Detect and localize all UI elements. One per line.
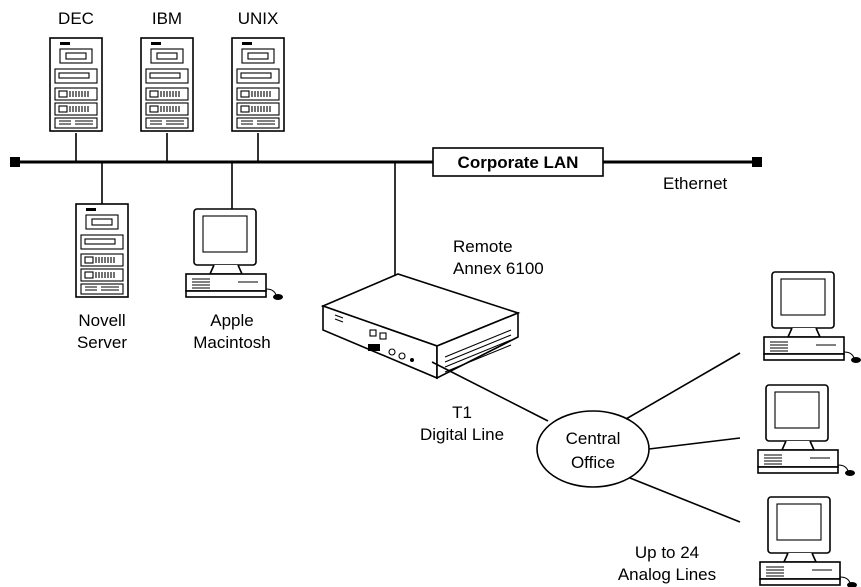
- novell-label-1: Novell: [78, 311, 125, 330]
- ethernet-label: Ethernet: [663, 174, 728, 193]
- apple-label-2: Macintosh: [193, 333, 270, 352]
- ibm-label: IBM: [152, 9, 182, 28]
- unix-server-icon: [231, 37, 285, 132]
- remote-annex-icon: [320, 273, 521, 380]
- analog-label-1: Up to 24: [635, 543, 699, 562]
- t1-label-1: T1: [452, 403, 472, 422]
- apple-macintosh-icon: [185, 208, 284, 301]
- analog-line-2: [648, 437, 741, 450]
- remote-pc-icon-1: [763, 271, 861, 364]
- analog-line-1: [625, 352, 741, 420]
- novell-server-icon: [75, 203, 129, 298]
- ibm-server-icon: [140, 37, 194, 132]
- central-office-node: [536, 410, 650, 488]
- annex-label-1: Remote: [453, 237, 513, 256]
- dec-label: DEC: [58, 9, 94, 28]
- remote-pc-icon-3: [759, 496, 858, 587]
- t1-label-2: Digital Line: [420, 425, 504, 444]
- remote-pc-icon-2: [757, 384, 856, 477]
- lan-label-box: [432, 147, 604, 177]
- lan-terminator-right: [752, 157, 762, 167]
- central-office-label-2: Office: [571, 453, 615, 472]
- dec-server-icon: [49, 37, 103, 132]
- unix-label: UNIX: [238, 9, 279, 28]
- novell-label-2: Server: [77, 333, 127, 352]
- lan-name: Corporate LAN: [458, 153, 579, 172]
- lan-terminator-left: [10, 157, 20, 167]
- analog-line-3: [629, 477, 741, 523]
- apple-label-1: Apple: [210, 311, 253, 330]
- central-office-label-1: Central: [566, 429, 621, 448]
- analog-label-2: Analog Lines: [618, 565, 716, 584]
- annex-label-2: Annex 6100: [453, 259, 544, 278]
- t1-line: [431, 361, 549, 422]
